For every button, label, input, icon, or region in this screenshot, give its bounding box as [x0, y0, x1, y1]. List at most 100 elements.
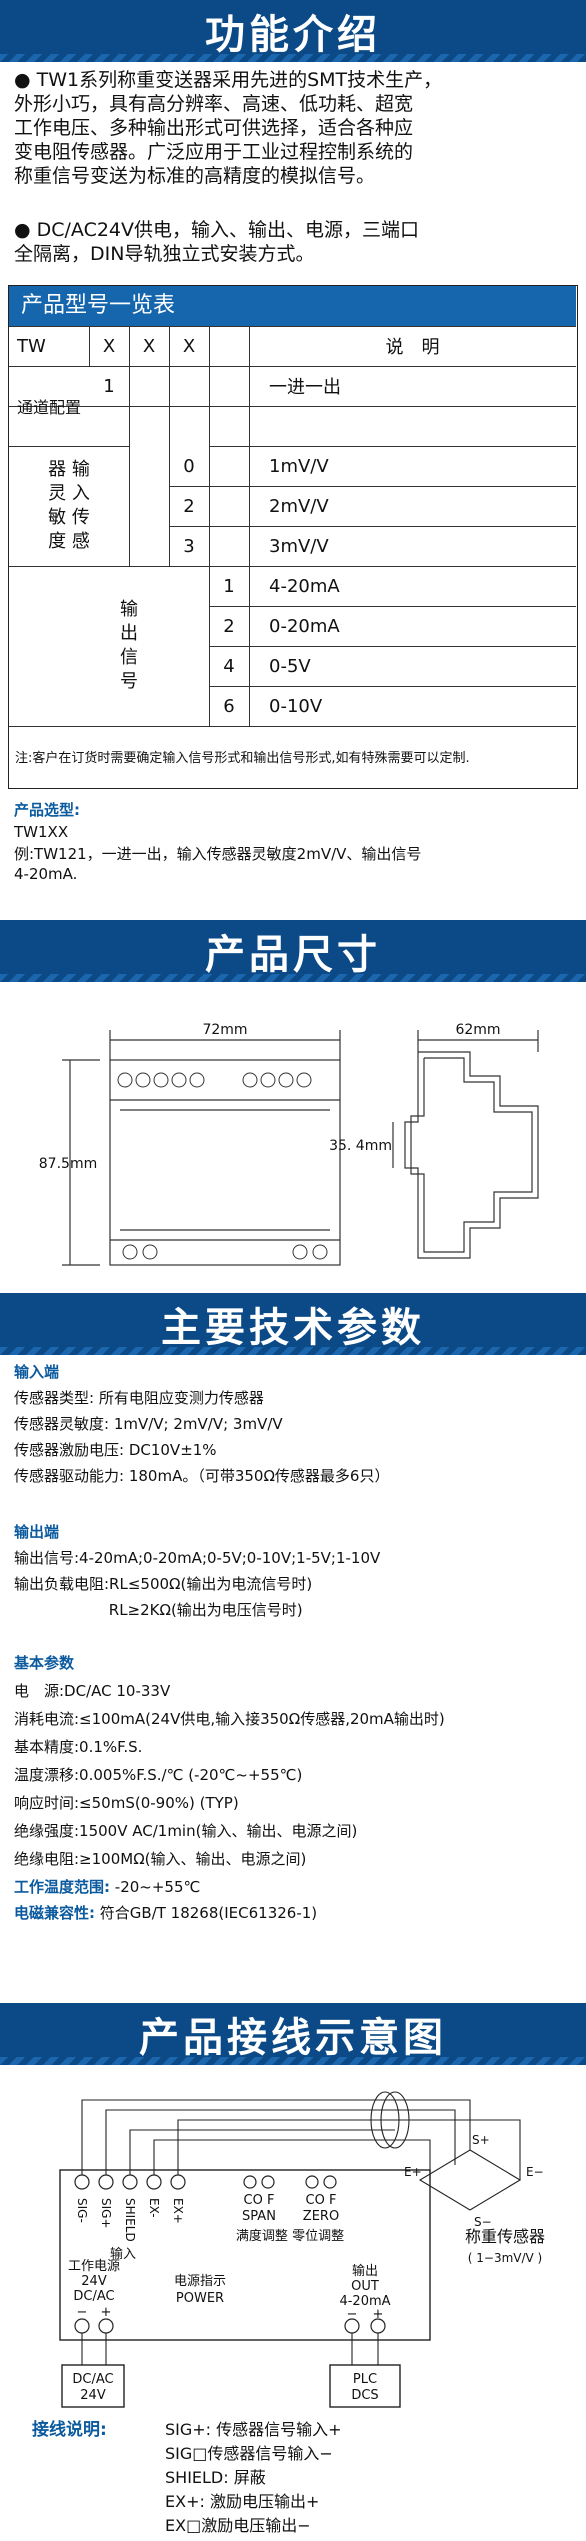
table-line — [169, 526, 576, 527]
dc-box-line: 24V — [80, 2388, 106, 2403]
table-line — [9, 366, 576, 367]
input-word: 输入 — [110, 2246, 136, 2262]
intro-banner: 功能介绍 — [0, 0, 586, 62]
table-line — [169, 486, 576, 487]
specs-banner: 主要技术参数 — [0, 1293, 586, 1355]
intro-line: 外形小巧，具有高分辨率、高速、低功耗、超宽 — [14, 93, 414, 115]
dc-box-line: DC/AC — [72, 2372, 113, 2387]
spec-line: 温度漂移:0.005%F.S./℃ (-20℃~+55℃) — [14, 1766, 303, 1784]
bridge-sp: S+ — [472, 2133, 490, 2147]
intro-line: 称重信号变送为标准的高精度的模拟信号。 — [14, 165, 376, 187]
pot-span — [261, 2175, 275, 2189]
header-desc: 说 明 — [385, 337, 440, 358]
terminal-ex-minus — [146, 2174, 162, 2190]
table-note: 注:客户在订货时需要确定输入信号形式和输出信号形式,如有特殊需要可以定制. — [15, 750, 470, 766]
spec-line: 绝缘电阻:≥100MΩ(输入、输出、电源之间) — [14, 1850, 307, 1868]
adjust-label: 满度调整 零位调整 — [236, 2228, 344, 2244]
model-table: 产品型号一览表 TW X X X 说 明 通道配置 1 一进一出 器 输 灵 入… — [8, 285, 578, 789]
banner-stripe — [0, 1347, 586, 1355]
spec-line: 传感器类型: 所有电阻应变测力传感器 — [14, 1389, 264, 1407]
terminal-sig-plus — [98, 2174, 114, 2190]
terminal-screw — [135, 1072, 151, 1088]
intro-line: ● TW1系列称重变送器采用先进的SMT技术生产， — [14, 69, 443, 91]
header-x3: X — [182, 335, 196, 357]
terminal-power-plus — [98, 2318, 114, 2334]
output-label: 输 出 信 号 — [89, 566, 169, 726]
input-section: 输入端 传感器类型: 所有电阻应变测力传感器 传感器灵敏度: 1mV/V; 2m… — [14, 1362, 389, 1486]
table-line — [9, 406, 576, 407]
out-label-line: 信 — [120, 647, 138, 668]
table-title: 产品型号一览表 — [9, 286, 576, 326]
sens-desc: 1mV/V — [269, 455, 329, 477]
out-code: 2 — [223, 615, 235, 637]
header-x2: X — [142, 335, 156, 357]
sens-label-line: 敏 传 — [48, 507, 90, 528]
dim-height: 87.5mm — [39, 1156, 97, 1172]
bridge — [418, 2149, 522, 2211]
selection-example: 例:TW121，一进一出，输入传感器灵敏度2mV/V、输出信号 4-20mA. — [14, 844, 421, 884]
output-section: 输出端 输出信号:4-20mA;0-20mA;0-5V;0-10V;1-5V;1… — [14, 1522, 380, 1620]
selection-label: 产品选型: — [14, 800, 80, 820]
intro-line: 全隔离，DIN导轨独立式安装方式。 — [14, 243, 315, 265]
power-plus: + — [101, 2305, 112, 2320]
plc-box — [329, 2364, 401, 2408]
header-x1: X — [102, 335, 116, 357]
module-side — [404, 1051, 539, 1259]
power-line: 工作电源 — [68, 2259, 120, 2274]
sens-desc: 3mV/V — [269, 535, 329, 557]
table-line — [129, 446, 130, 566]
terminal-screw — [189, 1072, 205, 1088]
spec-line: 基本精度:0.1%F.S. — [14, 1738, 143, 1756]
selection-label-text: 产品选型: — [14, 801, 80, 819]
table-line — [209, 646, 576, 647]
terminal-screw — [153, 1072, 169, 1088]
channel-desc: 一进一出 — [269, 377, 341, 398]
table-line — [9, 326, 576, 327]
banner-stripe — [0, 54, 586, 62]
label-sig-minus: SIG- — [75, 2198, 89, 2223]
label-ex-minus: EX- — [147, 2198, 161, 2218]
plc-box-line: DCS — [351, 2388, 378, 2403]
power-line: DC/AC — [73, 2289, 114, 2304]
out-plus: + — [373, 2307, 384, 2322]
out-code: 6 — [223, 695, 235, 717]
legend-item: SHIELD: 屏蔽 — [165, 2468, 266, 2487]
legend-item: EX+: 激励电压输出+ — [165, 2492, 320, 2511]
plc-box-line: PLC — [353, 2372, 377, 2387]
terminal-power-minus — [74, 2318, 90, 2334]
span-co: CO F — [244, 2193, 275, 2208]
out-desc: 4-20mA — [269, 575, 340, 597]
label-sig-plus: SIG+ — [99, 2198, 113, 2229]
terminal-screw — [260, 1072, 276, 1088]
terminal-shield — [122, 2174, 138, 2190]
wire — [129, 2129, 395, 2175]
table-line — [9, 726, 576, 727]
out-desc: 0-20mA — [269, 615, 340, 637]
table-line — [209, 446, 576, 447]
wiring-title: 产品接线示意图 — [139, 2015, 447, 2061]
legend-list: SIG+: 传感器信号输入+ SIG□传感器信号输入− SHIELD: 屏蔽 E… — [165, 2418, 342, 2538]
intro-title: 功能介绍 — [205, 12, 381, 58]
legend-item: SIG□传感器信号输入− — [165, 2444, 333, 2463]
wire — [177, 2119, 521, 2180]
out-minus: − — [347, 2307, 358, 2322]
spec-line: 输出负载电阻:RL≤500Ω(输出为电流信号时) — [14, 1575, 313, 1593]
wire — [105, 2109, 456, 2175]
bridge-ep: E+ — [404, 2165, 422, 2179]
table-line — [129, 326, 130, 446]
zero-co: CO F — [306, 2193, 337, 2208]
module-box — [59, 2169, 431, 2341]
terminal-screw — [142, 1244, 158, 1260]
basic-label: 基本参数 — [14, 1654, 75, 1672]
temp-line: 工作温度范围: -20~+55℃ — [14, 1877, 445, 1897]
terminal-screw — [312, 1244, 328, 1260]
terminal-sig-minus — [74, 2174, 90, 2190]
cable-shield — [370, 2091, 400, 2149]
module-side-inner — [410, 1057, 533, 1253]
spec-line: 消耗电流:≤100mA(24V供电,输入接350Ω传感器,20mA输出时) — [14, 1710, 445, 1728]
out-desc: 0-10V — [269, 695, 323, 717]
sens-code: 2 — [183, 495, 195, 517]
out-label-line: 出 — [120, 623, 138, 644]
out-line: 输出 — [352, 2263, 378, 2279]
pot-zero — [305, 2175, 319, 2189]
